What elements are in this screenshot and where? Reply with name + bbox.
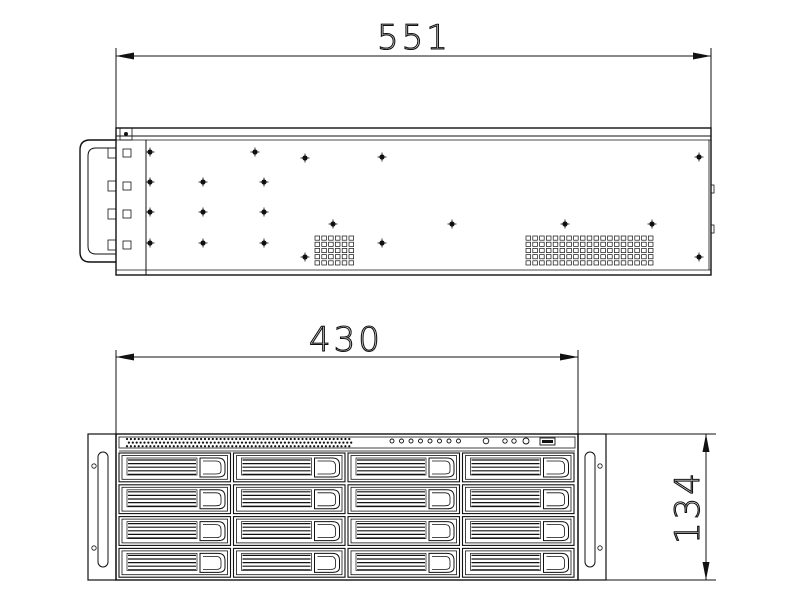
- front-vent-perforation: [125, 437, 353, 448]
- screw-icon: [259, 177, 269, 187]
- indicator-led: [446, 438, 452, 444]
- screw-icon: [300, 153, 310, 163]
- handle-clip: [122, 209, 132, 219]
- drive-bay: [232, 516, 346, 546]
- indicator-led: [418, 438, 423, 444]
- drive-bay-grid: [118, 452, 575, 578]
- width-dimension: 430: [115, 319, 579, 434]
- screw-icon: [447, 219, 457, 229]
- front-view: 430 134: [87, 319, 716, 581]
- indicator-leds: [389, 438, 461, 444]
- drive-bay: [461, 452, 575, 483]
- screw-icon: [560, 219, 570, 229]
- drive-bay: [118, 547, 232, 578]
- vent-grid-large: [525, 235, 654, 266]
- screw-icon: [377, 152, 387, 162]
- screw-icon: [259, 238, 269, 248]
- handle-clip: [107, 239, 117, 251]
- screw-icon: [250, 147, 260, 157]
- top-view: 551: [79, 17, 715, 276]
- screw-icon: [145, 238, 155, 248]
- indicator-led: [456, 438, 461, 444]
- handle-clip: [122, 181, 132, 191]
- height-dimension: 134: [590, 433, 716, 581]
- drive-bay: [347, 484, 461, 515]
- drive-bay: [232, 452, 346, 483]
- drive-bay: [347, 547, 461, 578]
- front-panel: [115, 433, 579, 581]
- handle-clip: [107, 180, 117, 192]
- chassis-top-outline: [115, 127, 715, 276]
- screw-icon: [328, 219, 338, 229]
- drive-bay: [461, 516, 575, 546]
- indicator-led: [427, 438, 433, 444]
- handle-clip: [107, 147, 117, 159]
- vent-grid-small: [314, 235, 354, 266]
- chassis-handle: [79, 139, 132, 263]
- indicator-led: [408, 438, 414, 444]
- height-dimension-label: 134: [668, 470, 708, 544]
- drive-bay: [461, 547, 575, 578]
- control-buttons: [482, 437, 556, 446]
- handle-clip: [122, 148, 132, 158]
- drive-bay: [347, 452, 461, 483]
- screw-icon: [198, 238, 208, 248]
- handle-clip: [122, 240, 132, 250]
- handle-clip: [107, 208, 117, 220]
- indicator-led: [437, 438, 442, 444]
- drive-bay: [118, 484, 232, 515]
- screw-icon: [259, 207, 269, 217]
- indicator-led: [389, 438, 395, 444]
- indicator-led: [399, 438, 404, 444]
- screw-icon: [145, 177, 155, 187]
- drive-bay: [347, 516, 461, 546]
- rack-ear-right: [577, 433, 607, 581]
- drive-bay: [118, 452, 232, 483]
- drive-bay: [118, 516, 232, 546]
- screw-icon: [198, 177, 208, 187]
- screw-icon: [145, 207, 155, 217]
- length-dimension-label: 551: [377, 18, 451, 58]
- screw-icon: [145, 147, 155, 157]
- screw-icon: [300, 252, 310, 262]
- screw-icon: [694, 152, 704, 162]
- screw-icon: [198, 207, 208, 217]
- screw-pattern: [145, 147, 704, 262]
- rack-ear-left: [87, 433, 117, 581]
- drive-bay: [232, 547, 346, 578]
- screw-icon: [377, 238, 387, 248]
- screw-icon: [694, 252, 704, 262]
- drive-bay: [461, 484, 575, 515]
- width-dimension-label: 430: [309, 320, 383, 360]
- drive-bay: [232, 484, 346, 515]
- screw-icon: [647, 219, 657, 229]
- length-dimension: 551: [115, 17, 712, 128]
